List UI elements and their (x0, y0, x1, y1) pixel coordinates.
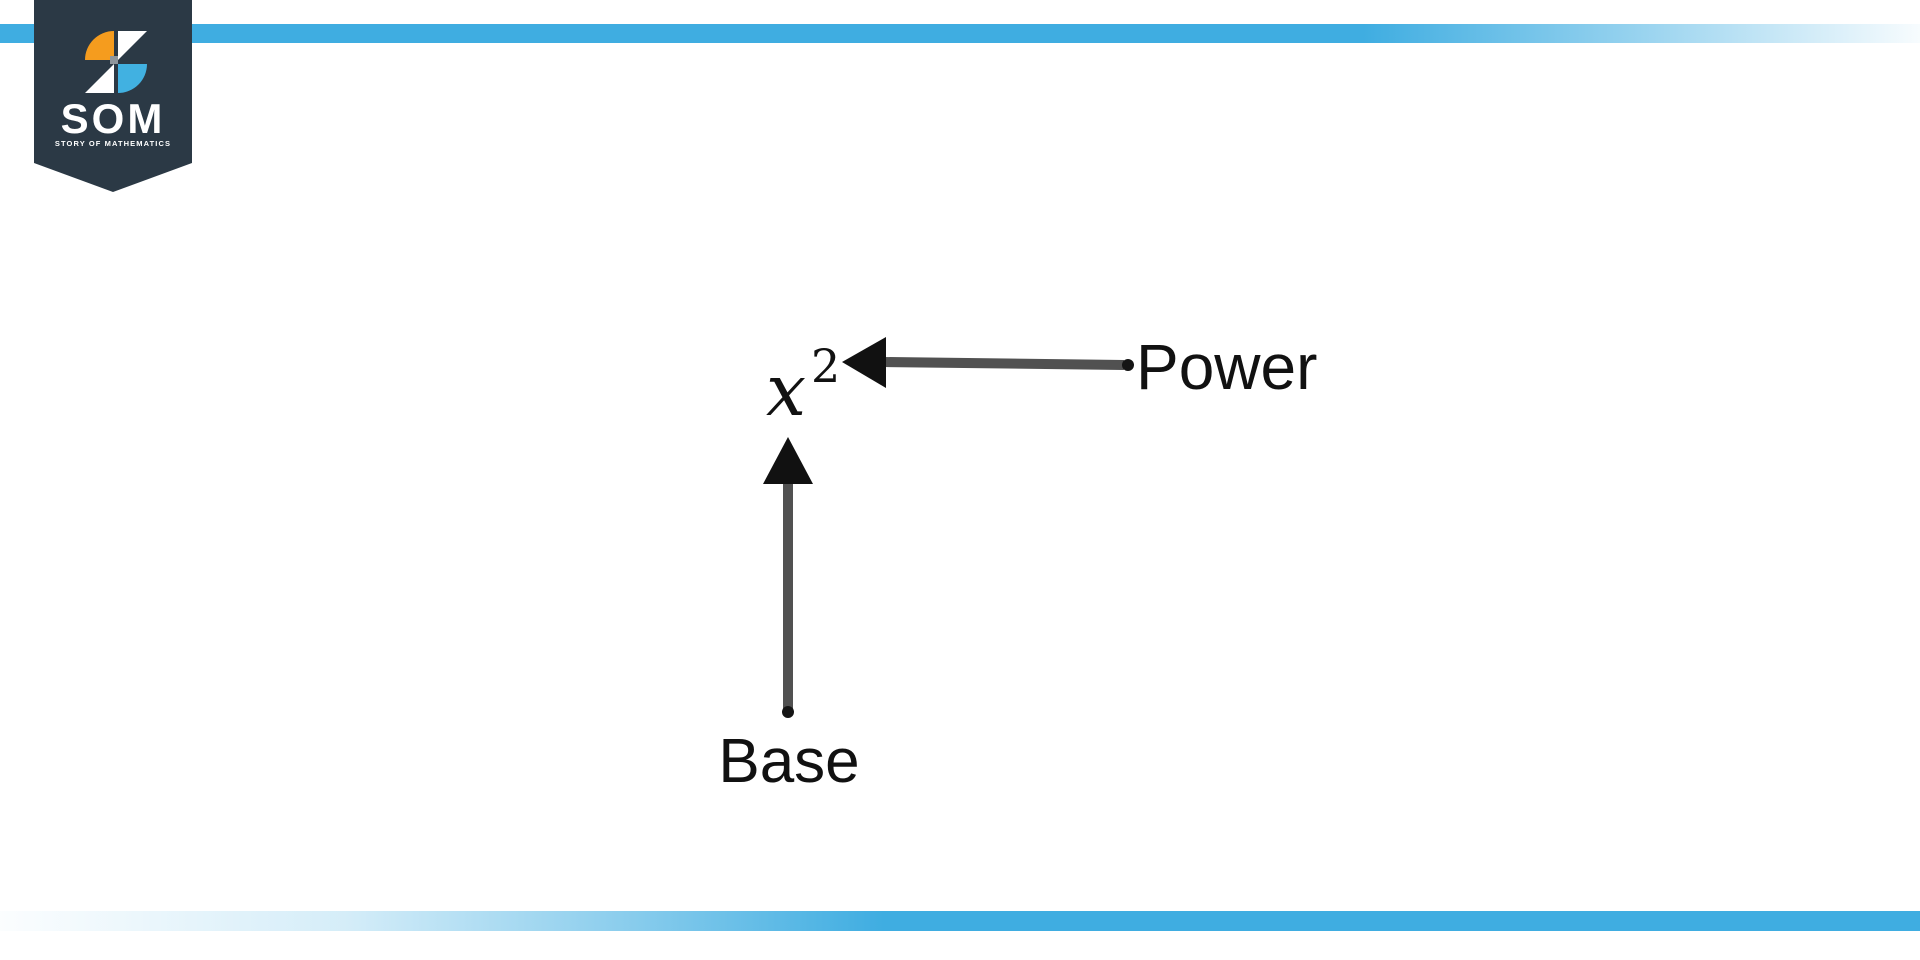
som-pinwheel-icon (85, 31, 147, 93)
base-label: Base (718, 727, 860, 796)
icon-blue-quarter (118, 64, 147, 93)
bottom-accent-bar (0, 911, 1920, 931)
logo-acronym: SOM (60, 95, 166, 142)
pennant-shape (34, 0, 192, 192)
icon-center-square (110, 56, 118, 64)
power-arrow (842, 337, 1134, 388)
base-arrowhead-icon (763, 437, 813, 484)
math-exponent-symbol: 2 (811, 339, 841, 393)
top-accent-bar (0, 24, 1920, 43)
math-base-symbol: x (766, 349, 807, 432)
icon-white-triangle-bottom (85, 64, 114, 93)
icon-orange-quarter (85, 31, 114, 60)
power-label: Power (1136, 331, 1318, 403)
som-logo-badge[interactable]: SOM STORY OF MATHEMATICS (34, 0, 192, 192)
power-arrow-line (883, 357, 1125, 370)
pennant-banner (34, 0, 192, 192)
base-arrow (763, 437, 813, 718)
logo-tagline: STORY OF MATHEMATICS (54, 139, 172, 148)
base-arrow-dot (782, 706, 794, 718)
icon-white-triangle-top (118, 31, 147, 60)
power-arrowhead-icon (842, 337, 886, 388)
power-arrow-dot (1122, 359, 1134, 371)
